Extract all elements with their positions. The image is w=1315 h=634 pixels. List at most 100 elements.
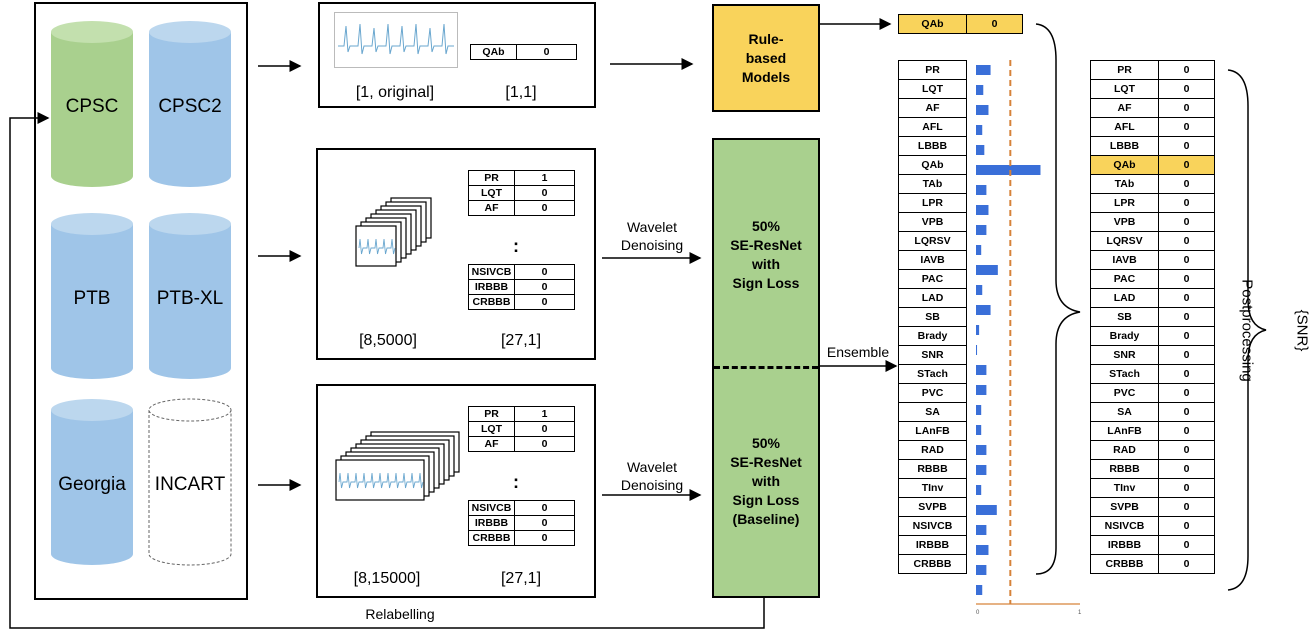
bar-nsivcb bbox=[976, 545, 989, 555]
bar-qab bbox=[976, 165, 1041, 175]
value-cell: 0 bbox=[514, 279, 575, 295]
label-cell: AF bbox=[1090, 98, 1159, 118]
label-cell: VPB bbox=[898, 212, 967, 232]
label-cell: IRBBB bbox=[898, 535, 967, 555]
label-cell: TInv bbox=[898, 478, 967, 498]
value-cell: 0 bbox=[1158, 440, 1215, 460]
ecg-stack-long-icon bbox=[335, 431, 460, 501]
label-cell: RBBB bbox=[898, 459, 967, 479]
value-cell: 0 bbox=[1158, 212, 1215, 232]
value-cell: 0 bbox=[1158, 231, 1215, 251]
table-row: LPR bbox=[898, 193, 967, 213]
table-row: PVC bbox=[898, 383, 967, 403]
model-divider bbox=[714, 366, 818, 369]
table-row: LBBB bbox=[898, 136, 967, 156]
label-cell: SA bbox=[898, 402, 967, 422]
table-row: TAb bbox=[898, 174, 967, 194]
bar-vpb bbox=[976, 225, 987, 235]
label-cell: AFL bbox=[898, 117, 967, 137]
value-cell: 0 bbox=[1158, 402, 1215, 422]
label-cell: IRBBB bbox=[468, 279, 515, 295]
label-cell: QAb bbox=[898, 155, 967, 175]
value-cell: 0 bbox=[1158, 174, 1215, 194]
label-cell: LQRSV bbox=[1090, 231, 1159, 251]
bar-sb bbox=[976, 325, 980, 335]
value-cell: 1 bbox=[514, 170, 575, 186]
value-cell: 0 bbox=[514, 500, 575, 516]
bar-lad bbox=[976, 305, 991, 315]
dataset-label: PTB-XL bbox=[156, 288, 224, 309]
label-cell: SNR bbox=[898, 345, 967, 365]
table-row: SA bbox=[898, 402, 967, 422]
label-cell: CRBBB bbox=[468, 530, 515, 546]
value-cell: 0 bbox=[1158, 79, 1215, 99]
label-cell: QAb bbox=[470, 44, 517, 60]
label-cell: PVC bbox=[1090, 383, 1159, 403]
label-cell: AF bbox=[468, 436, 515, 452]
value-cell: 0 bbox=[966, 14, 1023, 34]
label-cell: AFL bbox=[1090, 117, 1159, 137]
dataset-cylinder-incart: INCART bbox=[148, 398, 232, 566]
snr-label: {SNR} bbox=[1293, 309, 1311, 352]
dataset-cylinder-cpsc: CPSC bbox=[50, 20, 134, 188]
bar-irbbb bbox=[976, 565, 987, 575]
value-cell: 0 bbox=[1158, 250, 1215, 270]
bar-tab bbox=[976, 185, 987, 195]
table-row: SNR bbox=[898, 345, 967, 365]
label-cell: LAnFB bbox=[1090, 421, 1159, 441]
label-cell: SVPB bbox=[1090, 497, 1159, 517]
value-cell: 0 bbox=[514, 200, 575, 216]
value-cell: 0 bbox=[514, 515, 575, 531]
table-row: LQRSV bbox=[898, 231, 967, 251]
label-cell: PR bbox=[468, 406, 515, 422]
label-cell: PR bbox=[898, 60, 967, 80]
bar-pvc bbox=[976, 405, 982, 415]
value-cell: 0 bbox=[1158, 155, 1215, 175]
label-cell: TInv bbox=[1090, 478, 1159, 498]
label-cell: Brady bbox=[1090, 326, 1159, 346]
panel-top-shape: [1, original] bbox=[355, 84, 435, 101]
label-cell: RAD bbox=[898, 440, 967, 460]
bar-lanfb bbox=[976, 445, 987, 455]
label-cell: LAnFB bbox=[898, 421, 967, 441]
label-cell: LQT bbox=[468, 421, 515, 437]
value-cell: 0 bbox=[514, 436, 575, 452]
value-cell: 1 bbox=[514, 406, 575, 422]
panel-bot-label-shape: [27,1] bbox=[500, 570, 542, 587]
bar-svpb bbox=[976, 525, 987, 535]
label-cell: PAC bbox=[898, 269, 967, 289]
value-cell: 0 bbox=[514, 530, 575, 546]
label-cell: AF bbox=[468, 200, 515, 216]
label-cell: LQRSV bbox=[898, 231, 967, 251]
label-cell: TAb bbox=[898, 174, 967, 194]
value-cell: 0 bbox=[1158, 535, 1215, 555]
value-cell: 0 bbox=[516, 44, 577, 60]
bar-pr bbox=[976, 65, 991, 75]
label-cell: CRBBB bbox=[898, 554, 967, 574]
x-tick-label: 0 bbox=[976, 610, 980, 616]
value-cell: 0 bbox=[1158, 554, 1215, 574]
label-cell: SNR bbox=[1090, 345, 1159, 365]
label-cell: LPR bbox=[898, 193, 967, 213]
table-row: PAC bbox=[898, 269, 967, 289]
table-row: IRBBB bbox=[898, 535, 967, 555]
